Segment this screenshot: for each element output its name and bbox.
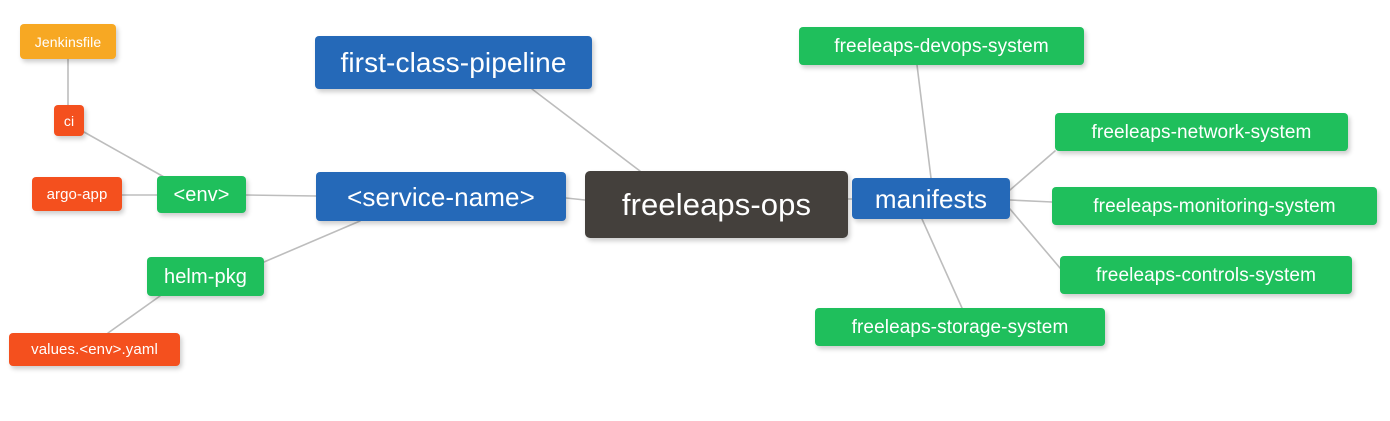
edge-service-name-to-freeleaps-ops bbox=[565, 197, 586, 201]
node-label: manifests bbox=[874, 183, 988, 214]
node-label: freeleaps-monitoring-system bbox=[1093, 195, 1336, 217]
node-freeleaps-devops-system[interactable]: freeleaps-devops-system bbox=[799, 27, 1084, 65]
edge-manifests-to-freeleaps-monitoring-system bbox=[1009, 199, 1053, 203]
node-label: freeleaps-storage-system bbox=[851, 316, 1069, 338]
node-label: freeleaps-devops-system bbox=[834, 35, 1049, 57]
node-label: <env> bbox=[173, 183, 230, 206]
node-ci[interactable]: ci bbox=[54, 105, 84, 136]
node-freeleaps-monitoring-system[interactable]: freeleaps-monitoring-system bbox=[1052, 187, 1377, 225]
edge-service-name-to-helm-pkg bbox=[263, 220, 361, 263]
node-label: first-class-pipeline bbox=[340, 46, 567, 78]
node-label: ci bbox=[63, 112, 75, 129]
node-argo-app[interactable]: argo-app bbox=[32, 177, 122, 211]
node-helm-pkg[interactable]: helm-pkg bbox=[147, 257, 264, 296]
node-freeleaps-controls-system[interactable]: freeleaps-controls-system bbox=[1060, 256, 1352, 294]
edge-manifests-to-freeleaps-network-system bbox=[1009, 150, 1056, 191]
node-label: freeleaps-network-system bbox=[1091, 121, 1312, 143]
edge-helm-pkg-to-values-yaml bbox=[107, 295, 161, 334]
node-freeleaps-storage-system[interactable]: freeleaps-storage-system bbox=[815, 308, 1105, 346]
node-label: values.<env>.yaml bbox=[31, 341, 158, 358]
node-freeleaps-ops[interactable]: freeleaps-ops bbox=[585, 171, 848, 238]
node-values-yaml[interactable]: values.<env>.yaml bbox=[9, 333, 180, 366]
node-label: freeleaps-ops bbox=[621, 187, 812, 222]
node-label: Jenkinsfile bbox=[34, 33, 102, 50]
node-manifests[interactable]: manifests bbox=[852, 178, 1010, 219]
node-first-class-pipeline[interactable]: first-class-pipeline bbox=[315, 36, 592, 89]
node-env[interactable]: <env> bbox=[157, 176, 246, 213]
edge-manifests-to-freeleaps-storage-system bbox=[921, 218, 963, 309]
node-label: argo-app bbox=[46, 185, 108, 203]
node-service-name[interactable]: <service-name> bbox=[316, 172, 566, 221]
node-label: <service-name> bbox=[347, 181, 535, 212]
node-label: freeleaps-controls-system bbox=[1095, 264, 1317, 286]
node-label: helm-pkg bbox=[163, 265, 248, 288]
node-jenkinsfile[interactable]: Jenkinsfile bbox=[20, 24, 116, 59]
edge-ci-to-env bbox=[83, 131, 165, 178]
edge-manifests-to-freeleaps-devops-system bbox=[916, 64, 932, 179]
edge-first-class-pipeline-to-freeleaps-ops bbox=[531, 88, 641, 172]
edge-env-to-service-name bbox=[245, 194, 317, 197]
node-freeleaps-network-system[interactable]: freeleaps-network-system bbox=[1055, 113, 1348, 151]
